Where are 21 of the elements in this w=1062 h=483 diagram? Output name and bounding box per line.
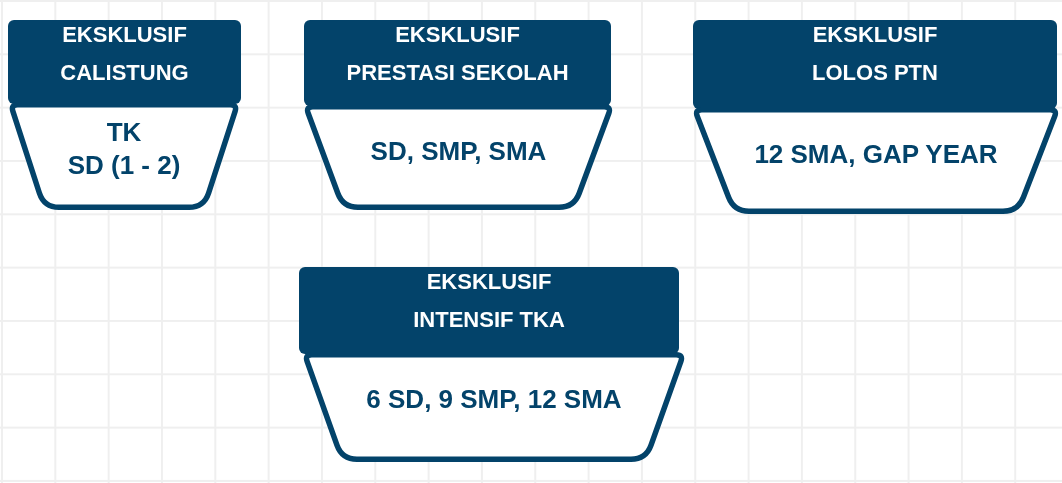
trapezoid-card (8, 102, 240, 210)
banner-label: EKSKLUSIF (62, 21, 187, 49)
grade-level-text: SD (1 - 2) (67, 149, 181, 182)
banner-label: EKSKLUSIF (426, 268, 552, 296)
grade-level-text: 12 SMA, GAP YEAR (754, 137, 998, 171)
banner-title: CALISTUNG (60, 59, 189, 87)
trapezoid-card (303, 104, 614, 210)
banner-title: INTENSIF TKA (413, 306, 565, 334)
title-banner (299, 267, 679, 354)
title-banner (693, 20, 1057, 109)
banner-title: PRESTASI SEKOLAH (346, 59, 569, 87)
trapezoid-card (302, 352, 686, 462)
title-banner (304, 20, 611, 106)
grade-level-text: SD, SMP, SMA (370, 134, 547, 168)
banner-label: EKSKLUSIF (395, 21, 520, 49)
grade-level-text: TK (106, 116, 142, 149)
title-banner (8, 20, 241, 104)
grade-level-text: 6 SD, 9 SMP, 12 SMA (366, 382, 622, 416)
trapezoid-card (692, 107, 1060, 214)
banner-label: EKSKLUSIF (812, 21, 938, 49)
banner-title: LOLOS PTN (812, 59, 938, 87)
